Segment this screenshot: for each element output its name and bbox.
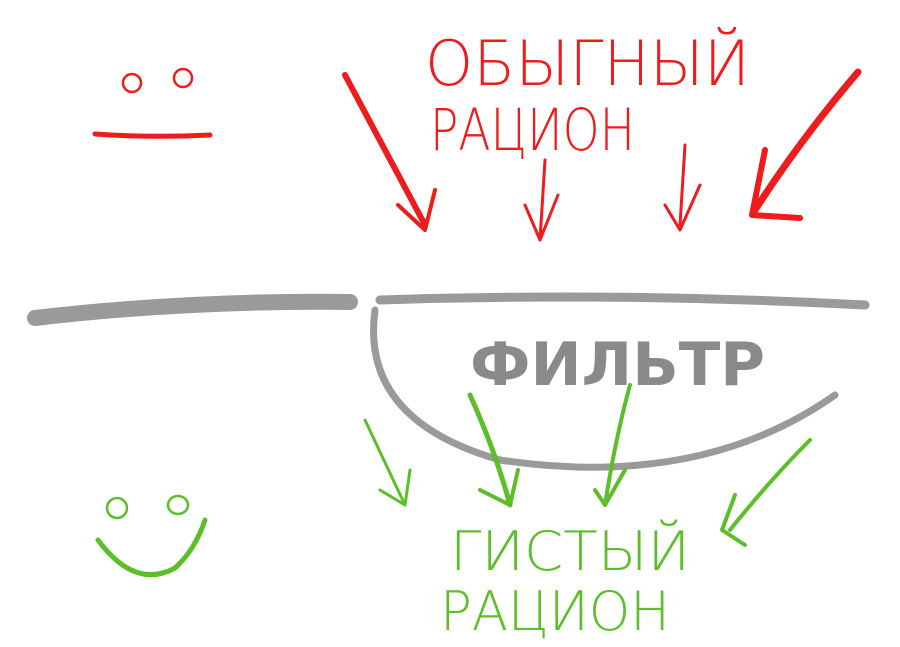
output-arrows bbox=[363, 383, 812, 547]
bottom-caption-line2: РАЦИОН bbox=[440, 580, 670, 643]
filter-label: ФИЛЬТР bbox=[470, 330, 765, 400]
smile-face-icon bbox=[95, 494, 208, 578]
top-caption-line2: РАЦИОН bbox=[430, 96, 635, 164]
arrow-1 bbox=[342, 72, 428, 228]
bottom-caption-line1: ГИСТЫЙ bbox=[450, 520, 690, 583]
neutral-face-icon bbox=[92, 67, 213, 139]
out-arrow-4 bbox=[728, 438, 812, 532]
input-arrows bbox=[342, 68, 862, 242]
out-arrow-1 bbox=[363, 418, 407, 507]
filter-bowl bbox=[370, 306, 839, 471]
filter-left-bar bbox=[27, 293, 358, 326]
filter-right-bar bbox=[375, 292, 870, 310]
filter-shape bbox=[27, 292, 870, 471]
out-arrow-2 bbox=[467, 392, 513, 508]
top-caption-line1: ОБЫГНЫЙ bbox=[425, 26, 750, 100]
arrow-3 bbox=[678, 143, 687, 227]
arrow-4 bbox=[751, 68, 862, 214]
arrow-2 bbox=[538, 158, 547, 242]
out-arrow-3 bbox=[603, 383, 632, 507]
